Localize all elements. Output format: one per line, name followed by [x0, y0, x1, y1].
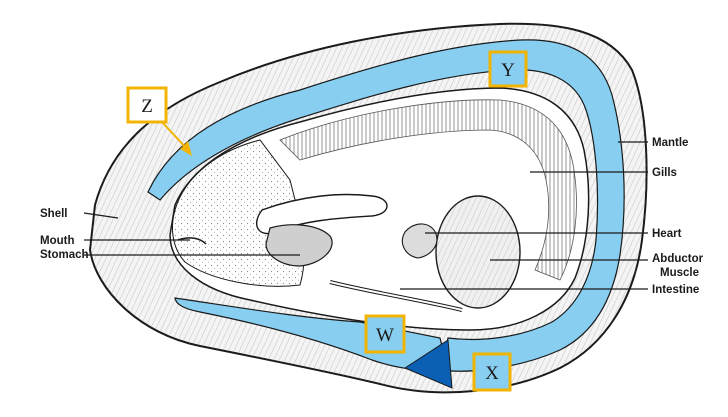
label-abductor: Abductor: [652, 253, 704, 265]
label-mantle: Mantle: [652, 137, 688, 149]
svg-text:Z: Z: [141, 96, 153, 117]
label-mouth: Mouth: [40, 235, 74, 247]
label-shell: Shell: [40, 208, 67, 220]
abductor-muscle-texture: [436, 196, 520, 308]
svg-text:W: W: [376, 325, 394, 346]
svg-text:X: X: [485, 363, 499, 384]
label-intestine: Intestine: [652, 284, 699, 296]
marker-y: Y: [490, 52, 526, 86]
label-heart: Heart: [652, 228, 682, 240]
marker-w: W: [366, 316, 404, 352]
marker-x: X: [474, 354, 510, 390]
label-gills: Gills: [652, 167, 677, 179]
label-muscle: Muscle: [660, 267, 699, 279]
svg-text:Y: Y: [501, 60, 515, 81]
marker-z: Z: [128, 88, 166, 122]
label-stomach: Stomach: [40, 249, 89, 261]
